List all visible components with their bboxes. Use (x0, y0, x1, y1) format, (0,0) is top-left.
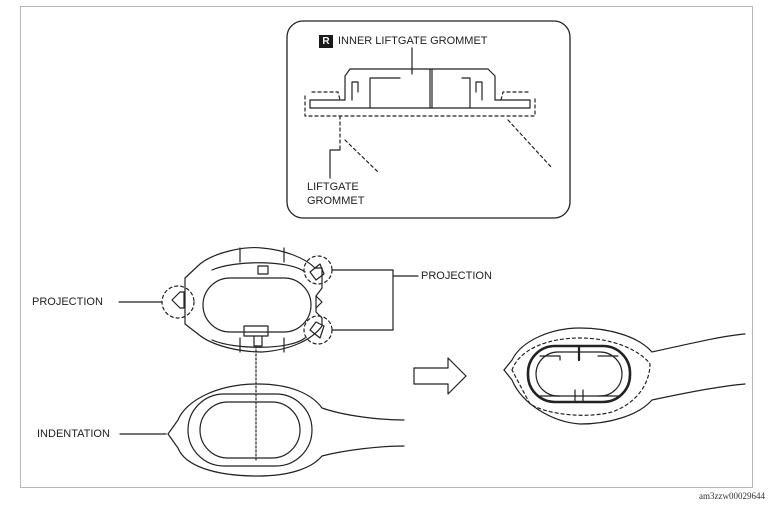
detail-panel (286, 20, 571, 219)
indentation-label: INDENTATION (37, 428, 110, 440)
liftgate-grommet-label-line2: GROMMET (307, 195, 365, 207)
projection-circles (161, 255, 333, 345)
liftgate-grommet-dashed (304, 91, 553, 173)
inner-liftgate-grommet-label: INNER LIFTGATE GROMMET (338, 35, 488, 47)
figure-frame (20, 6, 753, 488)
liftgate-leader (329, 149, 341, 179)
installed-grommet-view (503, 327, 746, 425)
projection-label-left: PROJECTION (32, 296, 103, 308)
arrow-icon (413, 357, 467, 395)
document-id: am3zzw00029644 (699, 491, 765, 501)
inner-grommet-section (309, 68, 531, 109)
detail-view-badge: R (319, 35, 333, 48)
liftgate-body (167, 383, 405, 477)
grommet-top-view (171, 247, 325, 353)
projection-label-right: PROJECTION (421, 270, 492, 282)
liftgate-grommet-label-line1: LIFTGATE (307, 181, 359, 193)
